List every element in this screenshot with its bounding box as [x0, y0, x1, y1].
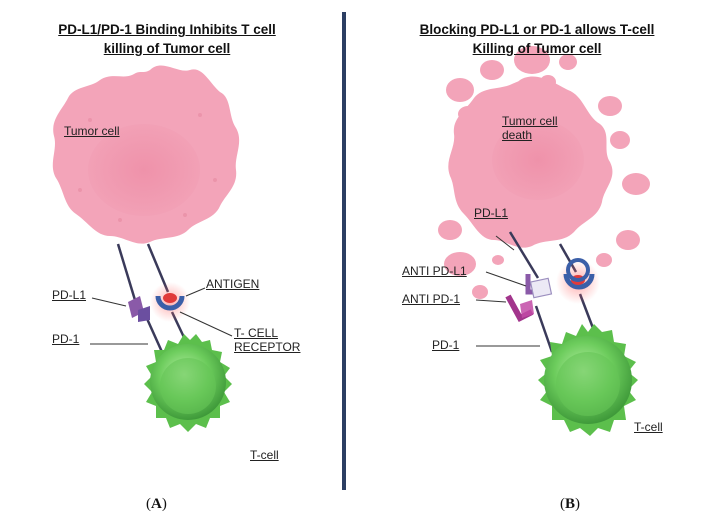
tcell-label-a: T-cell [250, 448, 279, 462]
antigen-leader-a [185, 287, 206, 297]
anti-pdl1-label: ANTI PD-L1 [402, 264, 467, 278]
panel-a-letter-text: A [151, 496, 162, 512]
tumor-label-line1-b: Tumor cell [502, 114, 558, 128]
tumor-texture-a [78, 113, 217, 222]
panel-a-letter: (A) [146, 496, 167, 512]
tcr-label-line2-a: RECEPTOR [234, 340, 301, 354]
pd1-receptor-a [138, 306, 150, 322]
tcr-leader-a [179, 311, 233, 337]
tumor-cell-label-b: Tumor cell death [502, 114, 558, 142]
panel-b-letter: (B) [560, 496, 581, 512]
pd1-label-a: PD-1 [52, 332, 80, 346]
tcr-ring-b [566, 258, 590, 282]
panel-b-title: Blocking PD-L1 or PD-1 allows T-cell Kil… [360, 20, 714, 58]
antigen-label-a: ANTIGEN [206, 277, 260, 291]
antigen-a [163, 293, 177, 303]
tcr-cup-b [563, 273, 595, 290]
panel-a-diagram [52, 65, 240, 432]
tumor-nucleus-a [88, 124, 200, 216]
pd1-receptor-b [520, 300, 534, 318]
tumor-fragments-b [438, 46, 650, 299]
pdl1-stalk-b [508, 231, 540, 279]
tcr-cup-a [155, 295, 185, 311]
panel-b-letter-text: B [565, 496, 576, 512]
pdl1-leader-a [91, 297, 127, 307]
panel-a-title-line2: killing of Tumor cell [103, 41, 231, 56]
anti-pdl1-leader [485, 271, 527, 287]
panel-a-title: PD-L1/PD-1 Binding Inhibits T cell killi… [2, 20, 332, 58]
panel-b-title-line2: Killing of Tumor cell [472, 41, 602, 56]
tcell-label-b: T-cell [634, 420, 663, 434]
tcr-label-line1-a: T- CELL [234, 326, 279, 340]
tcell-nucleus-b [556, 352, 620, 416]
tumor-cell-label-a: Tumor cell [64, 124, 120, 138]
tumor-label-line2-b: death [502, 128, 533, 142]
panel-a-title-line1: PD-L1/PD-1 Binding Inhibits T cell [58, 22, 276, 37]
pdl1-receptor-b [529, 277, 553, 299]
tcell-nucleus-a [160, 358, 216, 414]
panel-b-diagram [438, 46, 650, 436]
pd1-stalk-b [534, 305, 554, 353]
tcr-label-a: T- CELL RECEPTOR [234, 326, 300, 354]
pdl1-leader-b [495, 235, 515, 251]
pdl1-label-a: PD-L1 [52, 288, 87, 302]
tumor-nucleus-b [492, 120, 584, 200]
pdl1-label-b: PD-L1 [474, 206, 509, 220]
pd1-label-b: PD-1 [432, 338, 460, 352]
panel-b-title-line1: Blocking PD-L1 or PD-1 allows T-cell [419, 22, 655, 37]
anti-pd1-label: ANTI PD-1 [402, 292, 461, 306]
anti-pd1-leader [475, 299, 507, 303]
